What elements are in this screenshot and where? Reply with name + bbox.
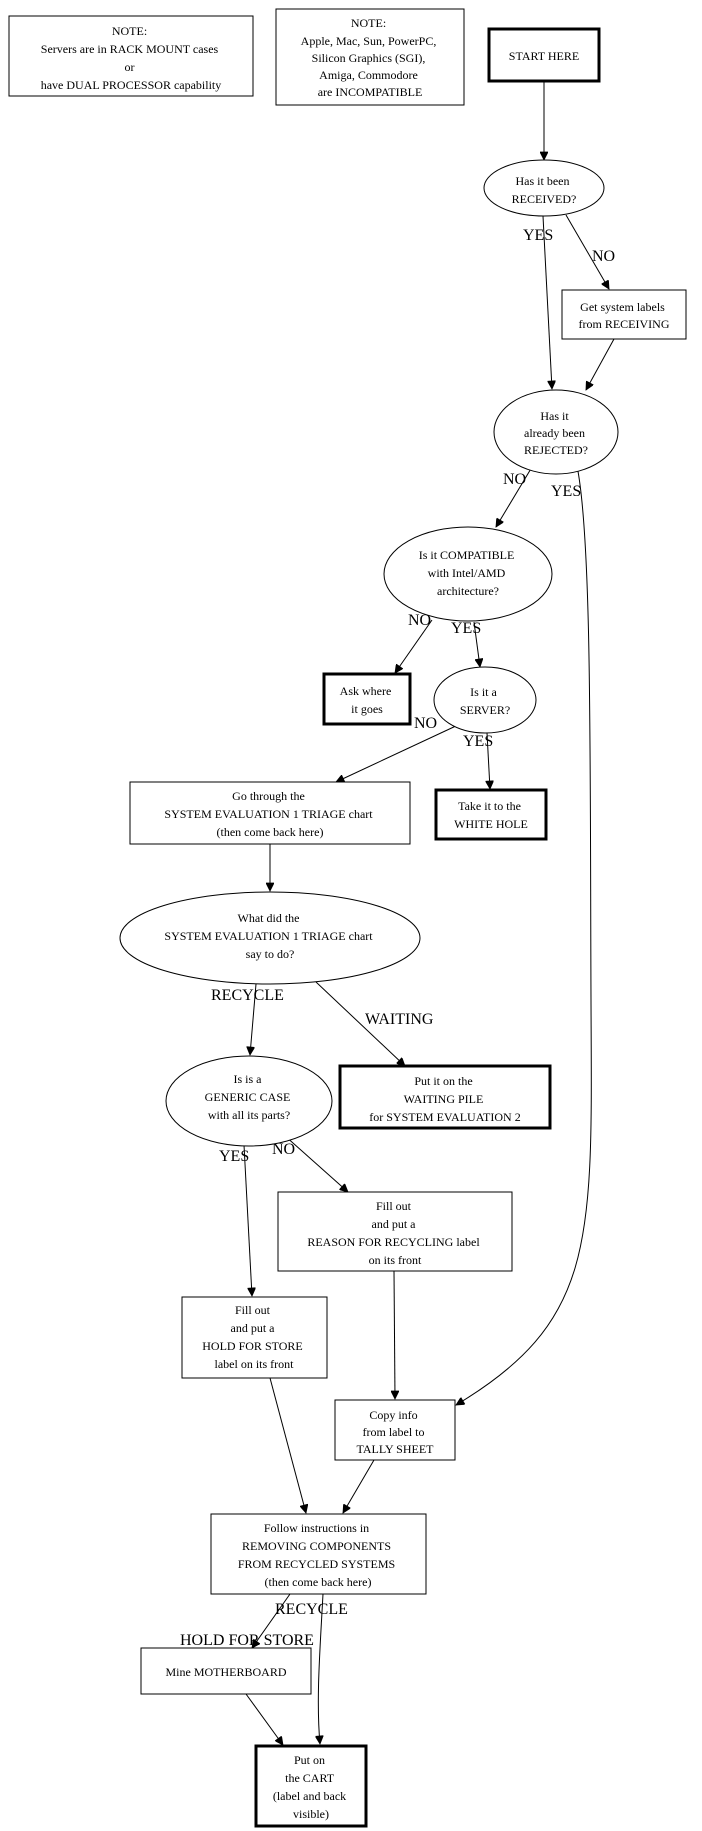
ask-where-node: Ask where it goes [322,672,412,726]
copy-text: Copy info from label to TALLY SHEET [356,1408,434,1456]
edge-rejected-copy [456,465,592,1405]
edge-rejected-compatible [496,466,533,527]
hold-text: Fill out and put a HOLD FOR STORE label … [202,1303,305,1371]
edge-compatible-askwhere [395,619,433,673]
follow-node: Follow instructions in REMOVING COMPONEN… [210,1513,427,1595]
mine-text: Mine MOTHERBOARD [165,1665,286,1679]
edge-label-generic-yes: YES [219,1148,249,1165]
edge-label-generic-no: NO [272,1141,295,1158]
white-hole-node: Take it to the WHITE HOLE [434,788,548,841]
edge-label-received-yes: YES [523,227,553,244]
triage-node: Go through the SYSTEM EVALUATION 1 TRIAG… [129,781,411,845]
edge-label-what-recycle: RECYCLE [211,987,284,1004]
mine-node: Mine MOTHERBOARD [140,1647,312,1695]
edge-hold-follow [269,1377,306,1513]
edge-follow-cart [318,1593,323,1744]
edge-label-compatible-no: NO [408,612,431,629]
cart-node: Put on the CART (label and back visible) [254,1744,368,1828]
cart-text: Put on the CART (label and back visible) [273,1753,349,1821]
edge-label-received-no: NO [592,248,615,265]
edge-generic-reason [283,1134,348,1192]
waiting-text: Put it on the WAITING PILE for SYSTEM EV… [369,1074,520,1124]
edge-follow-mine [252,1593,291,1648]
copy-node: Copy info from label to TALLY SHEET [334,1399,456,1461]
rejected-text: Has it already been REJECTED? [524,409,588,457]
edge-getlabels-rejected [585,338,615,390]
edge-mine-cart [245,1693,283,1745]
edge-received-getlabels [565,214,609,289]
edge-server-triage [336,724,459,782]
edge-labels: YES NO NO YES NO YES NO YES RECYCLE WAIT… [180,227,615,1649]
white-hole-text: Take it to the WHITE HOLE [454,799,528,831]
received-decision: Has it been RECEIVED? [483,159,605,217]
edge-copy-follow [343,1459,375,1513]
edge-received-rejected [542,215,552,389]
compatible-decision: Is it COMPATIBLE with Intel/AMD architec… [383,526,553,622]
edge-label-follow-hold: HOLD FOR STORE [180,1632,314,1649]
generic-decision: Is is a GENERIC CASE with all its parts? [165,1055,333,1147]
server-decision: Is it a SERVER? [433,666,537,734]
edge-whatdid-waiting [315,981,405,1066]
compatible-text: Is it COMPATIBLE with Intel/AMD architec… [419,548,518,598]
edge-whatdid-generic [250,983,257,1055]
edge-label-server-yes: YES [463,733,493,750]
start-node: START HERE [487,27,601,83]
start-text: START HERE [509,49,579,63]
note-incompatible-node: NOTE: Apple, Mac, Sun, PowerPC, Silicon … [275,8,465,106]
get-labels-text: Get system labels from RECEIVING [579,300,670,331]
edge-label-follow-recycle: RECYCLE [275,1601,348,1618]
edge-generic-hold [243,1144,252,1296]
rejected-decision: Has it already been REJECTED? [493,389,619,475]
follow-text: Follow instructions in REMOVING COMPONEN… [238,1521,398,1589]
generic-text: Is is a GENERIC CASE with all its parts? [205,1072,294,1122]
nodes: NOTE: Servers are in RACK MOUNT cases or… [8,8,687,1828]
what-did-decision: What did the SYSTEM EVALUATION 1 TRIAGE … [119,891,421,985]
edge-label-rejected-yes: YES [551,483,581,500]
note-servers-text: NOTE: Servers are in RACK MOUNT cases or… [41,24,222,92]
hold-node: Fill out and put a HOLD FOR STORE label … [181,1296,328,1379]
edges [243,82,615,1745]
reason-node: Fill out and put a REASON FOR RECYCLING … [277,1191,513,1272]
note-incompatible-text: NOTE: Apple, Mac, Sun, PowerPC, Silicon … [301,16,440,99]
note-servers-node: NOTE: Servers are in RACK MOUNT cases or… [8,15,254,97]
edge-compatible-server [473,621,480,667]
edge-server-whitehole [487,732,490,789]
edge-label-compatible-yes: YES [451,620,481,637]
edge-reason-copy [394,1270,395,1399]
ask-where-text: Ask where it goes [340,684,395,716]
get-labels-node: Get system labels from RECEIVING [561,289,687,340]
edge-label-server-no: NO [414,715,437,732]
server-text: Is it a SERVER? [460,685,510,717]
edge-label-what-waiting: WAITING [365,1011,434,1028]
received-text: Has it been RECEIVED? [512,174,577,206]
reason-text: Fill out and put a REASON FOR RECYCLING … [307,1199,482,1267]
waiting-node: Put it on the WAITING PILE for SYSTEM EV… [338,1064,552,1130]
triage-text: Go through the SYSTEM EVALUATION 1 TRIAG… [164,789,375,839]
edge-label-rejected-no: NO [503,471,526,488]
what-did-text: What did the SYSTEM EVALUATION 1 TRIAGE … [164,911,375,961]
